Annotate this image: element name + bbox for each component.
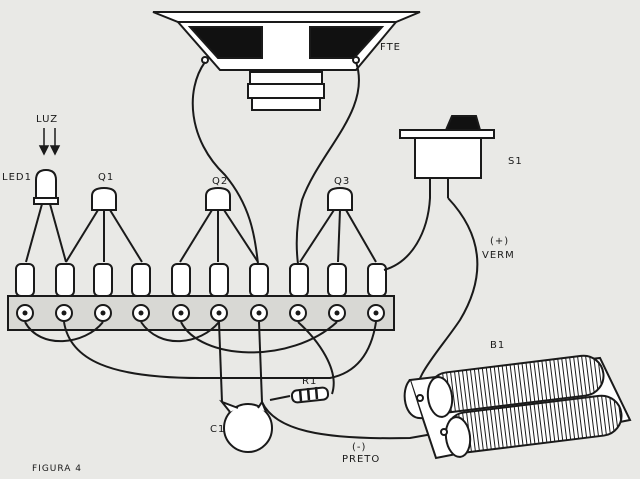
led-1 — [25, 168, 67, 263]
capacitor-c1 — [218, 399, 273, 453]
resistor-label: R1 — [302, 376, 318, 387]
light-arrows — [38, 128, 61, 156]
led-label: LED1 — [2, 172, 32, 183]
capacitor-label: C1 — [210, 424, 226, 435]
wires — [24, 61, 479, 440]
switch-s1 — [399, 115, 495, 198]
battery-b1 — [403, 354, 632, 460]
terminal-tabs — [15, 263, 387, 297]
battery-label: B1 — [490, 340, 506, 351]
q1-label: Q1 — [98, 172, 115, 183]
figure-caption: FIGURA 4 — [32, 464, 83, 474]
q2-label: Q2 — [212, 176, 229, 187]
speaker — [152, 11, 421, 111]
terminal-strip — [7, 295, 395, 331]
transistor-q1 — [65, 186, 143, 263]
light-label: LUZ — [36, 114, 59, 125]
resistor-r1 — [290, 386, 330, 404]
negative-polarity-label: (-) — [352, 442, 367, 453]
transistor-q2 — [179, 186, 259, 263]
speaker-label: FTE — [380, 42, 402, 53]
q3-label: Q3 — [334, 176, 351, 187]
positive-wire-label: VERM — [482, 250, 515, 261]
switch-label: S1 — [508, 156, 523, 167]
negative-wire-label: PRETO — [342, 454, 381, 465]
transistor-q3 — [299, 186, 377, 263]
positive-polarity-label: (+) — [490, 236, 510, 247]
